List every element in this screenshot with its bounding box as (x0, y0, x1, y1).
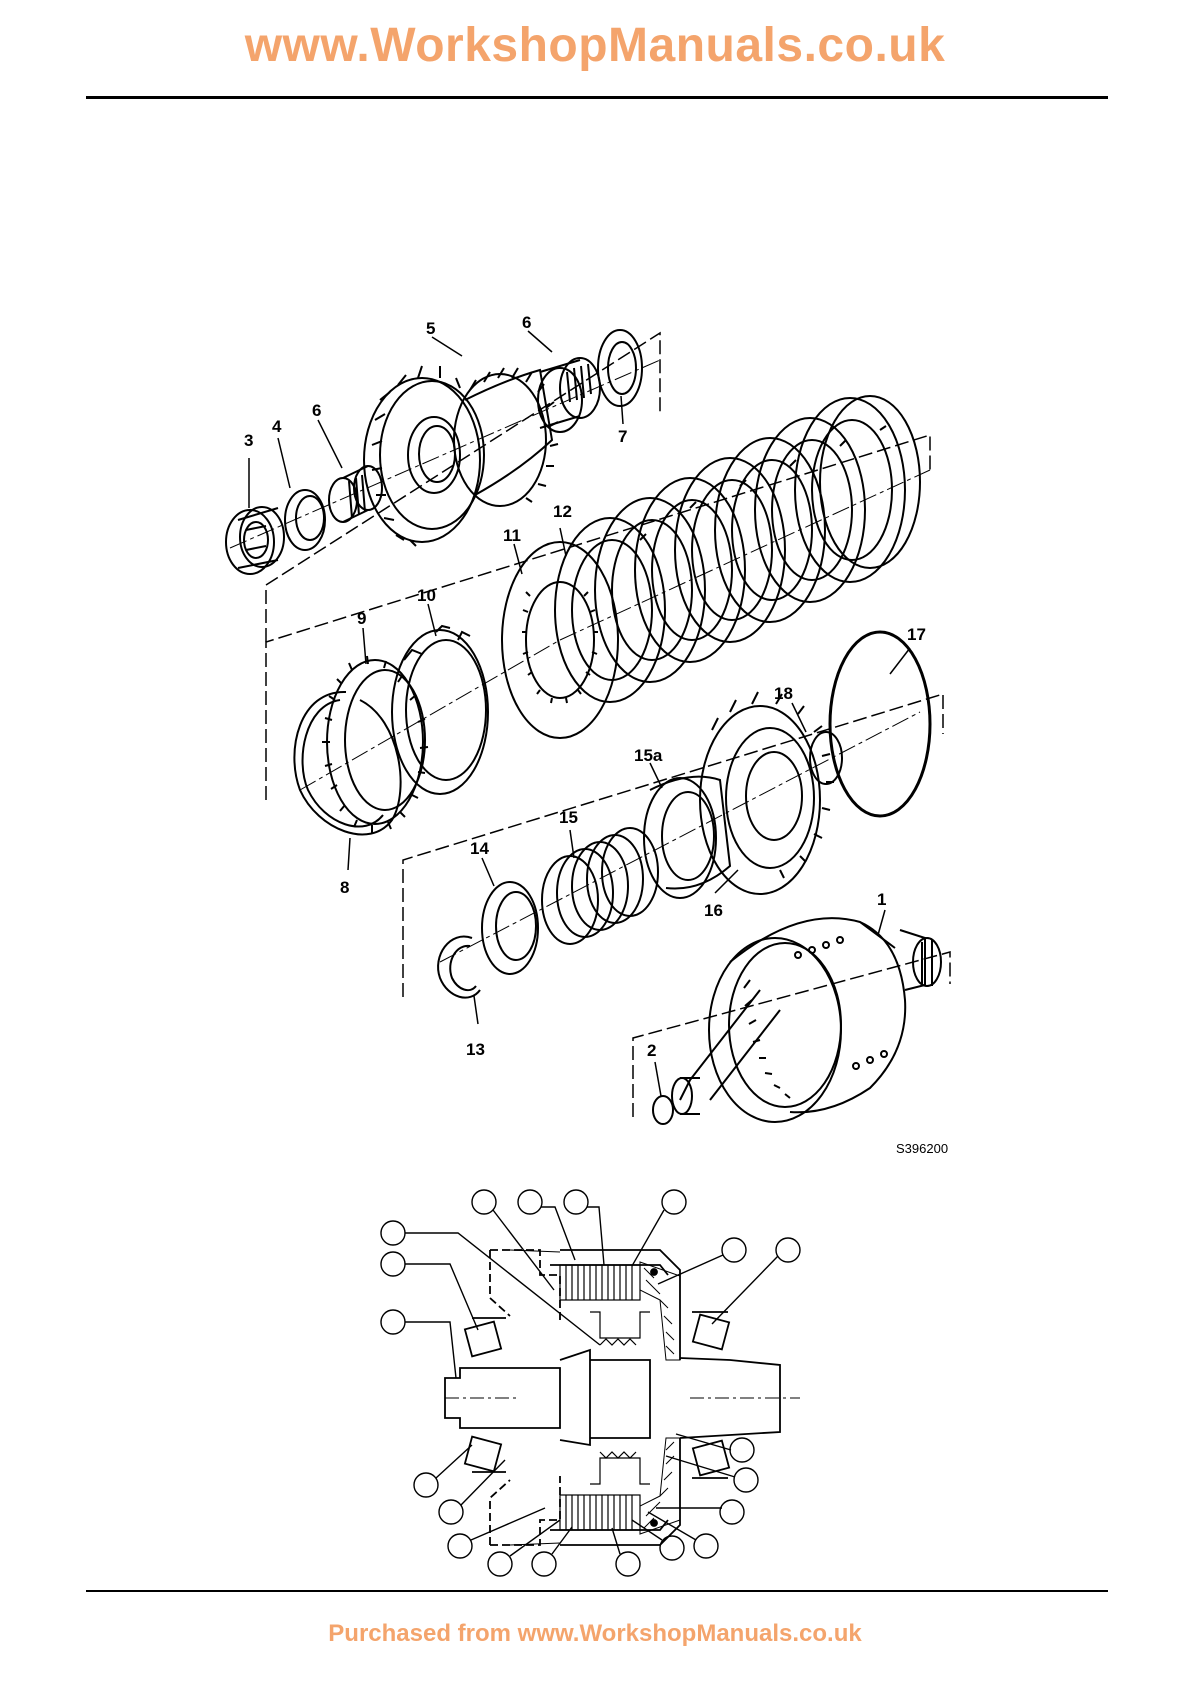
callout-6a: 6 (312, 401, 321, 420)
callout-18: 18 (774, 684, 793, 703)
callout-2: 2 (647, 1041, 656, 1060)
plate-10 (392, 626, 488, 794)
callout-15a: 15a (634, 746, 663, 765)
callout-1: 1 (877, 890, 886, 909)
callout-15: 15 (559, 808, 578, 827)
exploded-callouts: 3 4 6 5 6 7 8 9 10 11 12 13 14 15 15a 16… (244, 313, 948, 1156)
drum-1 (672, 918, 941, 1122)
footer-divider (86, 1590, 1108, 1592)
left-bearing (465, 1318, 506, 1472)
callout-5: 5 (426, 319, 435, 338)
callout-8: 8 (340, 878, 349, 897)
sectional-view (445, 1250, 800, 1545)
drum-group (633, 910, 950, 1124)
callout-3: 3 (244, 431, 253, 450)
callout-7: 7 (618, 427, 627, 446)
callout-11: 11 (503, 526, 521, 545)
callout-10: 10 (417, 586, 436, 605)
washer-14 (482, 882, 538, 974)
plate-stack-upper (560, 1265, 640, 1300)
callout-12: 12 (553, 502, 572, 521)
callout-9: 9 (357, 609, 366, 628)
callout-6b: 6 (522, 313, 531, 332)
callout-13: 13 (466, 1040, 485, 1059)
ring-4 (285, 490, 325, 550)
plate-stack-lower (560, 1495, 640, 1530)
footer-purchase-note: Purchased from www.WorkshopManuals.co.uk (0, 1620, 1190, 1648)
callout-17: 17 (907, 625, 926, 644)
spring-15 (542, 828, 658, 944)
callout-4: 4 (272, 417, 282, 436)
hub-16 (700, 692, 834, 894)
right-bearing (692, 1312, 729, 1478)
clip-2 (653, 1096, 673, 1124)
friction-plates-12 (555, 396, 920, 702)
bearing-3 (226, 507, 284, 574)
callout-16: 16 (704, 901, 723, 920)
callout-14: 14 (470, 839, 489, 858)
needle-bearing-6a (329, 466, 382, 522)
figure-reference: S396200 (896, 1141, 948, 1156)
